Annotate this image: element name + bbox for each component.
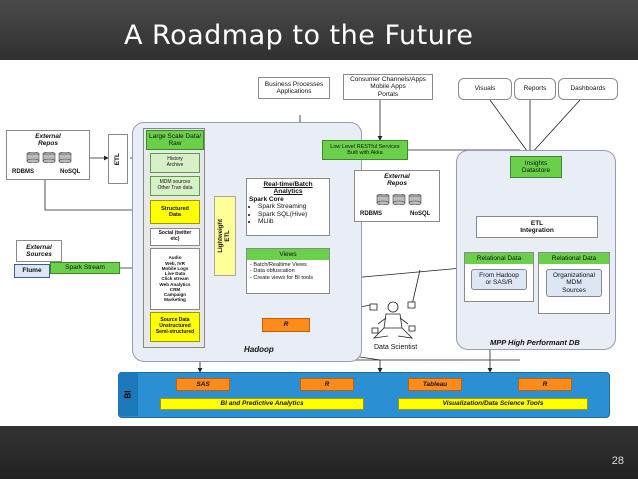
data-scientist-icon [369,301,416,339]
lightweight-etl-box: Lightweight ETL [214,196,236,276]
external-sources-box: External Sources [16,240,62,262]
database-icon [26,152,40,163]
etl-integration-box: ETL Integration [476,216,598,238]
database-icon [42,152,56,163]
views-item: - Data obfuscation [250,268,295,275]
nosql-label: NoSQL [410,211,431,217]
bi-tag: BI [118,372,138,416]
footer-bar [0,426,638,479]
source-data-box: Source Data Unstructured Semi-structured [150,312,200,342]
relational-data-title: Relational Data [465,253,533,264]
hadoop-label: Hadoop [244,345,274,354]
slide-title: A Roadmap to the Future [124,20,474,51]
business-processes-box: Business Processes Applications [258,77,330,99]
history-archive-box: History Archive [150,153,200,173]
r-box-tools: R [518,378,572,391]
visuals-box: Visuals [458,78,512,100]
title-bar [0,0,638,60]
analytics-item: MLlib [258,218,307,225]
flume-box: Flume [14,264,50,278]
structured-data-box: Structured Data [150,200,200,224]
views-list: - Batch/Realtime Views - Data obfuscatio… [247,260,329,283]
analytics-item: Spark SQL(Hive) [258,211,307,218]
database-icon [392,194,406,205]
mpp-cluster [456,150,616,350]
views-box: Views - Batch/Realtime Views - Data obfu… [246,248,330,294]
nosql-label: NoSQL [60,169,81,175]
relational-data-body: From Hadoop or SAS/R [471,269,527,290]
consumer-channels-box: Consumer Channels/Apps Mobile Apps Porta… [343,74,433,100]
reports-box: Reports [514,78,556,100]
bi-predictive-box: BI and Predictive Analytics [160,398,364,410]
realtime-analytics-title: Real-time/Batch Analytics [263,181,313,196]
analytics-item: Spark Streaming [258,203,307,210]
stream-sources-box: Audio Web, IVR Mobile Logs Live Data Cli… [150,248,200,310]
realtime-analytics-box: Real-time/Batch Analytics Spark Core Spa… [246,178,330,236]
relational-data-title: Relational Data [539,253,609,264]
mpp-label: MPP High Performant DB [490,338,580,347]
dashboards-box: Dashboards [558,78,618,100]
relational-data-mdm: Relational Data Organizational MDM Sourc… [538,252,610,314]
page-number: 28 [611,455,624,467]
sas-box: SAS [176,378,230,391]
analytics-list: Spark Streaming Spark SQL(Hive) MLlib [249,203,307,225]
insights-datastore-box: Insights Datastore [510,156,562,178]
visualization-tools-box: Visualization/Data Science Tools [398,398,588,410]
relational-data-hadoop: Relational Data From Hadoop or SAS/R [464,252,534,302]
relational-data-body: Organizational MDM Sources [546,269,602,298]
rdbms-label: RDBMS [12,169,34,175]
database-icon [408,194,422,205]
large-scale-data-box: Large Scale Data/ Raw [146,130,204,150]
database-icon [376,194,390,205]
mdm-sources-box: MDM sources Other Tran data [150,176,200,196]
restful-services-box: Low Level RESTful Services Built with Ak… [322,140,408,160]
views-item: - Create views for BI tools [250,274,313,281]
views-title: Views [247,249,329,260]
r-box-hadoop: R [262,318,310,332]
data-scientist-label: Data Scientist [374,344,418,351]
database-icon [58,152,72,163]
etl-box: ETL [108,134,128,184]
rdbms-label: RDBMS [360,211,382,217]
r-box-bi: R [300,378,354,391]
spark-core-label: Spark Core [249,195,284,203]
spark-stream-box: Spark Stream [50,262,120,274]
tableau-box: Tableau [408,378,462,391]
views-item: - Batch/Realtime Views [250,262,307,268]
social-box: Social (twitter etc) [150,228,200,246]
